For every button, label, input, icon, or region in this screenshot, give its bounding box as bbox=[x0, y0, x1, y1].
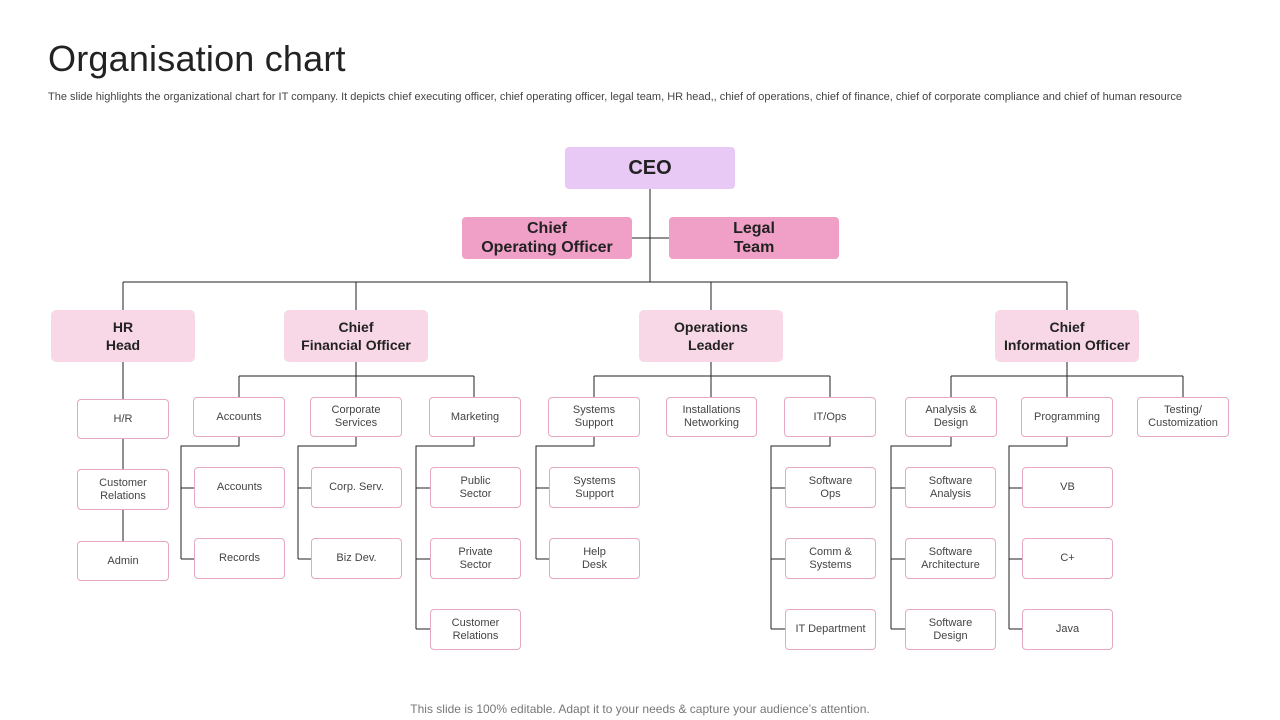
node-cfo-public-sector[interactable]: Public Sector bbox=[430, 467, 521, 508]
line-marketing-branch bbox=[415, 437, 475, 630]
slide-footer: This slide is 100% editable. Adapt it to… bbox=[410, 702, 870, 716]
node-cio-testing-customization[interactable]: Testing/ Customization bbox=[1137, 397, 1229, 437]
node-ceo[interactable]: CEO bbox=[565, 147, 735, 189]
node-cio[interactable]: Chief Information Officer bbox=[995, 310, 1139, 362]
node-hr-admin[interactable]: Admin bbox=[77, 541, 169, 581]
node-cfo-customer-relations[interactable]: Customer Relations bbox=[430, 609, 521, 650]
line-cfo-bus bbox=[238, 362, 475, 397]
line-accounts-branch bbox=[180, 437, 240, 560]
node-ops-installations-networking[interactable]: Installations Networking bbox=[666, 397, 757, 437]
node-cfo-accounts[interactable]: Accounts bbox=[193, 397, 285, 437]
line-cio-bus bbox=[950, 362, 1184, 397]
line-analysis-branch bbox=[890, 437, 952, 630]
node-hr-head[interactable]: HR Head bbox=[51, 310, 195, 362]
node-cio-software-design[interactable]: Software Design bbox=[905, 609, 996, 650]
node-cfo-biz-dev[interactable]: Biz Dev. bbox=[311, 538, 402, 579]
page-subtitle: The slide highlights the organizational … bbox=[48, 91, 1183, 103]
node-cfo[interactable]: Chief Financial Officer bbox=[284, 310, 428, 362]
node-cfo-records[interactable]: Records bbox=[194, 538, 285, 579]
node-cio-vb[interactable]: VB bbox=[1022, 467, 1113, 508]
node-hr-customer-relations[interactable]: Customer Relations bbox=[77, 469, 169, 510]
node-cfo-private-sector[interactable]: Private Sector bbox=[430, 538, 521, 579]
node-hr-item[interactable]: H/R bbox=[77, 399, 169, 439]
page-title: Organisation chart bbox=[48, 38, 346, 79]
node-cio-java[interactable]: Java bbox=[1022, 609, 1113, 650]
node-legal-team[interactable]: Legal Team bbox=[669, 217, 839, 259]
node-ops-systems-support[interactable]: Systems Support bbox=[548, 397, 640, 437]
node-cfo-marketing[interactable]: Marketing bbox=[429, 397, 521, 437]
node-ops-software-ops[interactable]: Software Ops bbox=[785, 467, 876, 508]
node-ops-systems-support-item[interactable]: Systems Support bbox=[549, 467, 640, 508]
node-coo[interactable]: Chief Operating Officer bbox=[462, 217, 632, 259]
node-cio-software-architecture[interactable]: Software Architecture bbox=[905, 538, 996, 579]
node-ops-it-department[interactable]: IT Department bbox=[785, 609, 876, 650]
node-cfo-corporate-services[interactable]: Corporate Services bbox=[310, 397, 402, 437]
node-cio-analysis-design[interactable]: Analysis & Design bbox=[905, 397, 997, 437]
node-cfo-accounts-item[interactable]: Accounts bbox=[194, 467, 285, 508]
line-corp-branch bbox=[297, 437, 357, 560]
node-cio-c-plus[interactable]: C+ bbox=[1022, 538, 1113, 579]
node-operations-leader[interactable]: Operations Leader bbox=[639, 310, 783, 362]
node-ops-it-ops[interactable]: IT/Ops bbox=[784, 397, 876, 437]
line-itops-branch bbox=[770, 437, 831, 630]
line-ops-bus bbox=[593, 362, 831, 397]
node-cio-software-analysis[interactable]: Software Analysis bbox=[905, 467, 996, 508]
node-ops-help-desk[interactable]: Help Desk bbox=[549, 538, 640, 579]
line-programming-branch bbox=[1008, 437, 1068, 630]
node-cio-programming[interactable]: Programming bbox=[1021, 397, 1113, 437]
node-cfo-corp-serv[interactable]: Corp. Serv. bbox=[311, 467, 402, 508]
line-systems-branch bbox=[535, 437, 595, 560]
node-ops-comm-systems[interactable]: Comm & Systems bbox=[785, 538, 876, 579]
